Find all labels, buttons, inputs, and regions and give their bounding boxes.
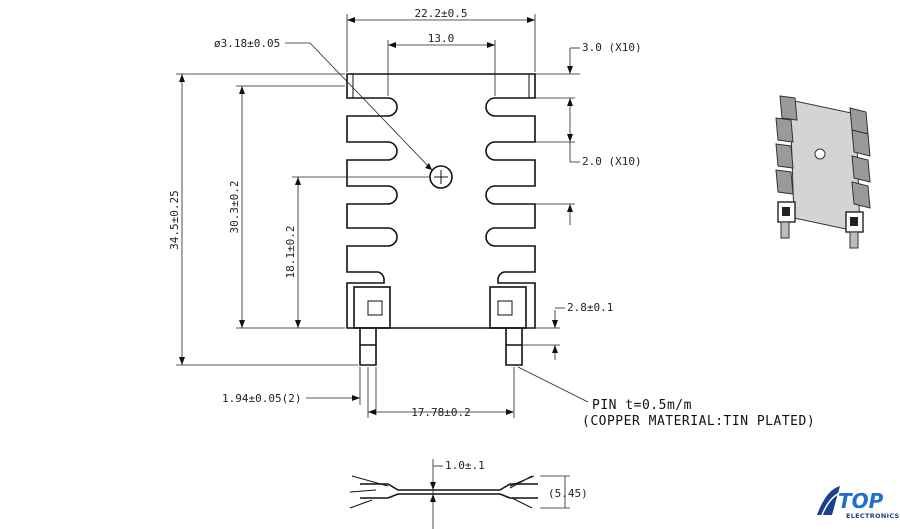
- dim-pin-spacing: 17.78±0.2: [411, 406, 471, 419]
- logo-name: TOP: [838, 489, 884, 513]
- heatsink-front-view: [346, 73, 536, 366]
- right-pin: [505, 328, 523, 366]
- dimension-arrows: [179, 17, 573, 415]
- dim-pin-width: 1.94±0.05(2): [222, 392, 301, 405]
- left-pad: [353, 286, 391, 329]
- dim-height-body: 30.3±0.2: [228, 181, 241, 234]
- top-electronics-logo: TOP ELECTRONICS: [817, 486, 900, 520]
- logo-subtitle: ELECTRONICS: [846, 512, 900, 520]
- dim-height-hole: 18.1±0.2: [284, 226, 297, 279]
- heatsink-isometric-view: [775, 95, 871, 249]
- dimension-lines: [176, 14, 589, 418]
- heatsink-side-view: [349, 459, 570, 529]
- right-pad: [489, 286, 527, 329]
- dim-pad-offset: 2.8±0.1: [567, 301, 613, 314]
- dim-side-height: (5.45): [548, 487, 588, 500]
- pin-note-thickness: PIN t=0.5m/m: [592, 398, 692, 413]
- left-pin: [359, 328, 377, 366]
- dim-fin-pitch: 3.0 (X10): [582, 41, 642, 54]
- heatsink-body-outline: [346, 73, 536, 329]
- dim-width-inner: 13.0: [428, 32, 455, 45]
- dim-hole-diameter: ø3.18±0.05: [214, 37, 280, 50]
- logo-mark-icon: [817, 486, 840, 515]
- dim-width-overall: 22.2±0.5: [415, 7, 468, 20]
- right-pad-hole: [497, 300, 513, 316]
- left-pad-hole: [367, 300, 383, 316]
- dim-height-overall: 34.5±0.25: [168, 190, 181, 250]
- dim-fin-gap: 2.0 (X10): [582, 155, 642, 168]
- pin-note-material: (COPPER MATERIAL:TIN PLATED): [582, 414, 815, 429]
- dim-thickness: 1.0±.1: [445, 459, 485, 472]
